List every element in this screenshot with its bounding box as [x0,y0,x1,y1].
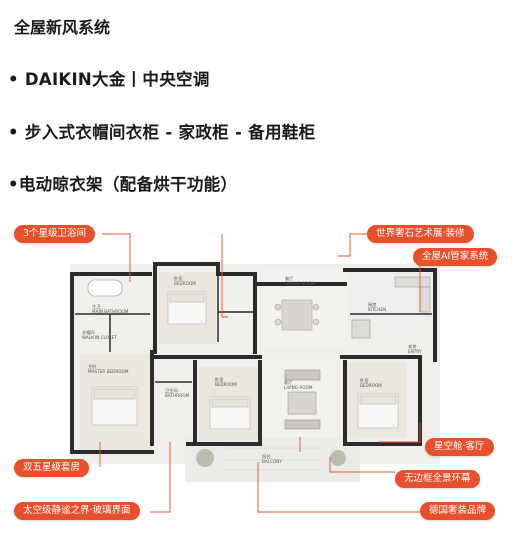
walls [70,262,437,454]
bullet-aircon: • DAIKIN大金丨中央空调 [8,70,210,89]
callout-bathroom: 3个星级卫浴间 [14,225,96,243]
living-sofa [284,369,321,430]
dining-table [274,299,320,331]
floor-plan-drawing [70,233,440,513]
balcony-plants [196,449,346,467]
kitchen-counter [351,276,431,339]
room-label-cloakroom: 衣帽间 WALK-IN CLOSET [82,330,117,340]
leader-lines [99,233,421,513]
page-heading: 全屋新风系统 [14,18,111,37]
room-label-bedroom2: 卧室 BEDROOM [215,377,237,387]
room-label-master-bath: 主卫 MAIN BATHROOM [92,304,129,314]
callout-living: 星空舱·客厅 [425,438,494,456]
callout-brand: 德国奢装品牌 [420,502,496,520]
floor-plan: 主卫 MAIN BATHROOM 卧室 BEDROOM 餐厅 DINING RO… [0,212,531,535]
bullet-drying-rack: •电动晾衣架（配备烘干功能） [8,175,238,194]
callout-balcony: 无边框全景环幕 [395,470,480,488]
bathtub [87,279,123,297]
callout-ai: 全屋AI管家系统 [413,248,498,266]
callout-stone: 世界奢石艺术展·装修 [367,225,474,243]
room-label-bedroom-top: 卧室 BEDROOM [174,276,196,286]
bed-top [167,291,207,325]
balcony-tiles [225,447,320,471]
room-label-bath2: 卫生间 BATHROOM [165,388,190,398]
room-label-kitchen: 厨房 KITCHEN [368,302,387,312]
callout-glass: 太空级静谧之界·玻璃界面 [14,502,140,520]
bed-3 [357,393,399,429]
room-label-master-bed: 主卧 MASTER BEDROOM [88,364,129,374]
room-label-balcony: 阳台 BALCONY [262,454,282,464]
room-label-living: 客厅 LIVING ROOM [284,380,313,390]
thin-walls [75,274,432,383]
bed-2 [209,396,251,430]
room-label-dining: 餐厅 DINING ROOM [285,276,315,286]
room-label-entry: 玄关 ENTRY [408,344,422,354]
bullet-wardrobe: • 步入式衣帽间衣柜 - 家政柜 - 备用鞋柜 [8,123,316,142]
callout-bedroom: 双五星级套房 [14,459,90,477]
bed-master [91,386,138,426]
room-label-bedroom3: 卧室 BEDROOM [360,378,382,388]
